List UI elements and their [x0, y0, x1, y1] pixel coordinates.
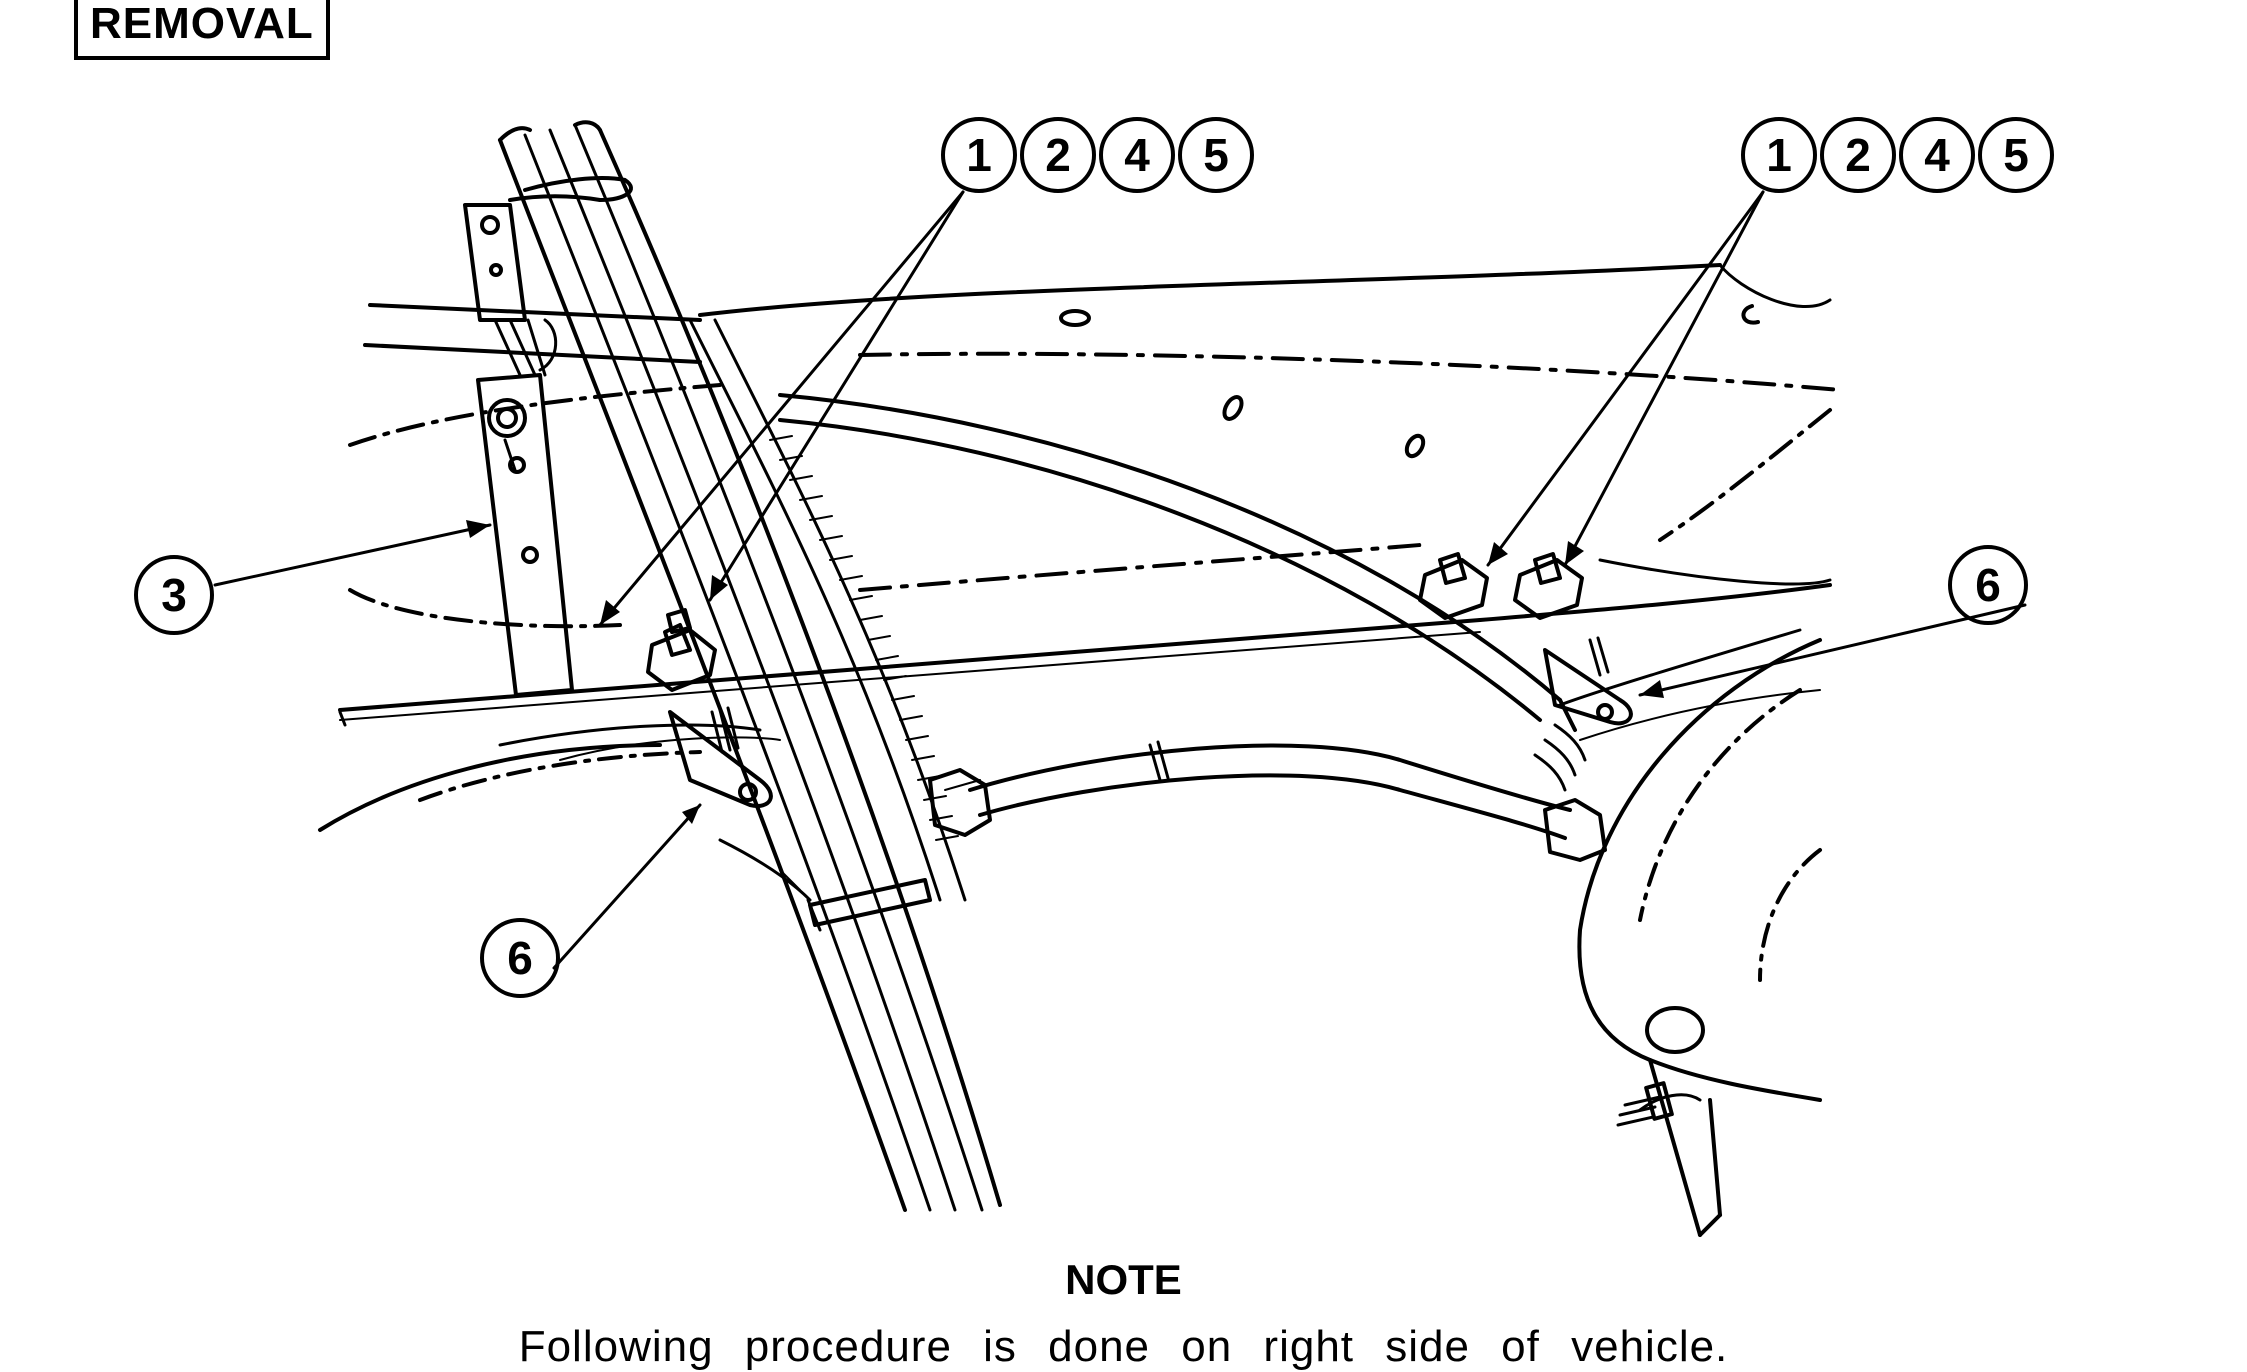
callout-label: 2 — [1045, 129, 1071, 181]
callout-1-right — [1741, 117, 1817, 193]
note-title: NOTE — [1065, 1256, 1182, 1303]
wing-nut — [1616, 1081, 1674, 1127]
callout-label: 5 — [2003, 129, 2029, 181]
callout-3: 3 — [134, 555, 214, 635]
callout-6-left: 6 — [480, 918, 560, 998]
callout-label: 6 — [507, 932, 533, 984]
callout-1-left — [941, 117, 1017, 193]
callout-group-right: 1 2 4 5 — [1741, 117, 2054, 193]
callout-5-right — [1978, 117, 2054, 193]
mounting-clip-left — [668, 706, 773, 808]
upper-rod — [363, 303, 702, 364]
removal-heading: REMOVAL — [74, 0, 330, 60]
nut-right-a — [1418, 552, 1489, 620]
curved-hose — [778, 393, 1587, 792]
callout-4-right — [1899, 117, 1975, 193]
callout-label: 6 — [1975, 559, 2001, 611]
leader-lines — [213, 190, 2027, 970]
mounting-clip-right — [1543, 636, 1633, 726]
callout-4-left — [1099, 117, 1175, 193]
callout-label: 4 — [1924, 129, 1950, 181]
body-panel — [338, 263, 1842, 727]
wire-harness — [498, 120, 1002, 1212]
callout-2-left — [1020, 117, 1096, 193]
callout-label: 5 — [1203, 129, 1229, 181]
callout-2-right — [1820, 117, 1896, 193]
callout-label: 1 — [966, 129, 992, 181]
right-fender — [1558, 628, 1822, 1237]
corrugated-sleeve — [688, 318, 967, 902]
arrowheads — [466, 520, 1664, 824]
callout-label: 3 — [161, 569, 187, 621]
nut-left — [646, 608, 717, 692]
callout-5-left — [1178, 117, 1254, 193]
lower-hose — [928, 740, 1607, 862]
note-text: Following procedure is done on right sid… — [518, 1322, 1729, 1371]
callout-label: 2 — [1845, 129, 1871, 181]
nut-right-b — [1513, 552, 1584, 620]
left-fender — [318, 723, 812, 902]
callout-group-left: 1 2 4 5 — [941, 117, 1254, 193]
vertical-bracket — [463, 203, 574, 697]
callout-6-right: 6 — [1948, 545, 2028, 625]
callout-label: 1 — [1766, 129, 1792, 181]
callout-label: 4 — [1124, 129, 1150, 181]
